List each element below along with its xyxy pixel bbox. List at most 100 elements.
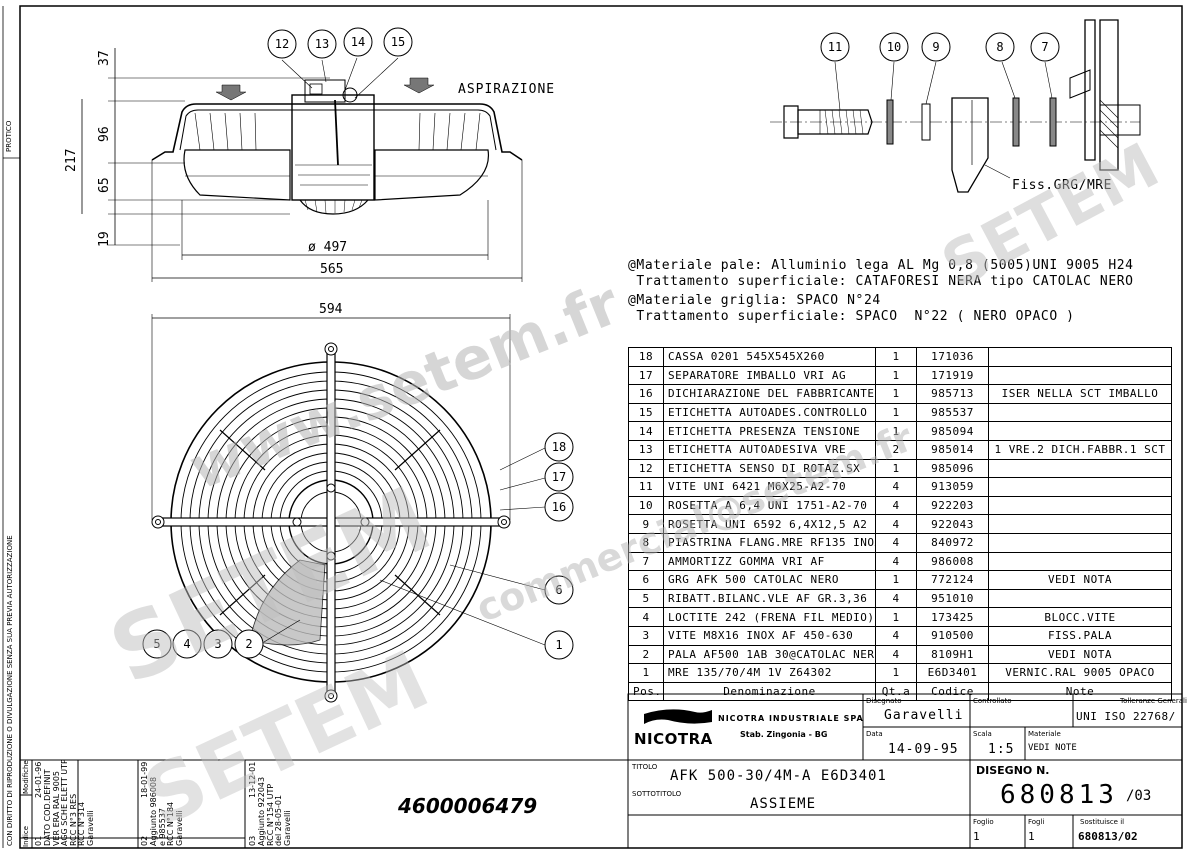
balloon-5: 5 bbox=[153, 637, 161, 651]
bom-cell-qta: 1 bbox=[875, 570, 917, 590]
fixing-detail bbox=[770, 19, 1141, 193]
bom-cell-cod: 985713 bbox=[916, 384, 989, 404]
bom-cell-note bbox=[988, 365, 1172, 386]
bom-cell-note: BLOCC.VITE bbox=[988, 607, 1172, 627]
bom-cell-den: ETICHETTA AUTOADESIVA VRE bbox=[663, 439, 876, 460]
bom-cell-den: VITE M8X16 INOX AF 450-630 bbox=[663, 625, 876, 646]
dim-65: 65 bbox=[97, 177, 112, 193]
bom-cell-cod: 772124 bbox=[916, 570, 989, 590]
bom-cell-note bbox=[988, 347, 1172, 367]
bom-header-den: Denominazione bbox=[663, 681, 876, 702]
indice-label: Indice bbox=[22, 825, 30, 847]
bom-cell-qta: 4 bbox=[875, 588, 917, 609]
balloon-1: 1 bbox=[555, 638, 563, 652]
detail-balloons bbox=[820, 32, 1060, 62]
bom-cell-cod: 985537 bbox=[916, 402, 989, 423]
revision-index: 02 bbox=[140, 835, 149, 846]
part-number: 4600006479 bbox=[398, 794, 538, 818]
balloon-9: 9 bbox=[932, 40, 940, 54]
bom-cell-cod: 171919 bbox=[916, 365, 989, 386]
bom-header-cod: Codice bbox=[916, 681, 989, 702]
bom-cell-pos: 5 bbox=[628, 588, 664, 609]
sottotitolo-value: ASSIEME bbox=[750, 796, 817, 812]
bom-cell-note: VEDI NOTA bbox=[988, 644, 1172, 665]
materiale-label: Materiale bbox=[1028, 730, 1061, 738]
aspirazione-label: ASPIRAZIONE bbox=[458, 82, 556, 97]
revision-index: 03 bbox=[248, 835, 257, 846]
bom-cell-den: ETICHETTA PRESENZA TENSIONE bbox=[663, 421, 876, 441]
bom-cell-qta: 2 bbox=[875, 439, 917, 460]
bom-cell-pos: 8 bbox=[628, 532, 664, 553]
bom-cell-note bbox=[988, 458, 1172, 479]
bom-cell-qta: 4 bbox=[875, 644, 917, 665]
bom-cell-pos: 13 bbox=[628, 439, 664, 460]
bom-cell-note: 1 VRE.2 DICH.FABBR.1 SCT bbox=[988, 439, 1172, 460]
bom-cell-note: VEDI NOTA bbox=[988, 570, 1172, 590]
bom-cell-den: ROSETTA UNI 6592 6,4X12,5 A2 bbox=[663, 514, 876, 534]
bom-cell-note bbox=[988, 421, 1172, 441]
bom-cell-cod: 922043 bbox=[916, 514, 989, 534]
revision-line: Aggiunto 986008 bbox=[149, 776, 158, 846]
revision-date: 24-01-96 bbox=[34, 761, 43, 798]
data-label: Data bbox=[866, 730, 883, 738]
bom-cell-note bbox=[988, 551, 1172, 572]
balloon-2: 2 bbox=[245, 637, 253, 651]
bom-cell-den: ETICHETTA AUTOADES.CONTROLLO bbox=[663, 402, 876, 423]
bom-cell-note bbox=[988, 514, 1172, 534]
bom-cell-note: FISS.PALA bbox=[988, 625, 1172, 646]
front-view-balloons bbox=[142, 432, 574, 660]
balloon-13: 13 bbox=[314, 37, 330, 51]
bom-cell-qta: 4 bbox=[875, 532, 917, 553]
dim-217: 217 bbox=[64, 148, 79, 172]
disegnato-value: Garavelli bbox=[884, 708, 964, 723]
bom-cell-cod: 922203 bbox=[916, 495, 989, 516]
bom-cell-pos: 18 bbox=[628, 347, 664, 367]
balloon-17: 17 bbox=[551, 470, 567, 484]
nicotra-logo: NICOTRA bbox=[634, 730, 713, 748]
balloon-7: 7 bbox=[1041, 40, 1049, 54]
drawing-revision: /03 bbox=[1126, 788, 1152, 804]
revision-line: DATO COD.DEFINIT bbox=[43, 769, 52, 846]
bom-cell-cod: 8109H1 bbox=[916, 644, 989, 665]
bom-header-note: Note bbox=[988, 681, 1172, 702]
bom-cell-cod: 951010 bbox=[916, 588, 989, 609]
bom-cell-note: ISER NELLA SCT IMBALLO bbox=[988, 384, 1172, 404]
nicotra-logo-mark bbox=[644, 709, 712, 724]
sostituisce-label: Sostituisce il bbox=[1080, 818, 1125, 826]
balloon-10: 10 bbox=[886, 40, 902, 54]
balloon-18: 18 bbox=[551, 440, 567, 454]
revision-index: 01 bbox=[34, 835, 43, 846]
note-line-4: Trattamento superficiale: SPACO N°22 ( N… bbox=[628, 309, 1075, 324]
bom-cell-pos: 15 bbox=[628, 402, 664, 423]
bom-cell-qta: 4 bbox=[875, 495, 917, 516]
bom-cell-cod: 913059 bbox=[916, 477, 989, 497]
bom-cell-den: LOCTITE 242 (FRENA FIL MEDIO) bbox=[663, 607, 876, 627]
bom-cell-cod: 985094 bbox=[916, 421, 989, 441]
balloon-12: 12 bbox=[274, 37, 290, 51]
dim-565: 565 bbox=[320, 262, 344, 277]
disegnato-label: Disegnato bbox=[866, 697, 902, 705]
company-name: NICOTRA INDUSTRIALE SPA bbox=[718, 714, 864, 723]
revision-line: Garavelli bbox=[174, 810, 184, 846]
fogli-label: Fogli bbox=[1028, 818, 1045, 826]
bom-cell-den: AMMORTIZZ GOMMA VRI AF bbox=[663, 551, 876, 572]
bom-cell-den: GRG AFK 500 CATOLAC NERO bbox=[663, 570, 876, 590]
bom-cell-den: ETICHETTA SENSO DI ROTAZ.SX bbox=[663, 458, 876, 479]
scala-value: 1:5 bbox=[988, 742, 1015, 757]
bom-cell-cod: 171036 bbox=[916, 347, 989, 367]
plant-name: Stab. Zingonia - BG bbox=[740, 730, 828, 739]
bom-cell-den: PIASTRINA FLANG.MRE RF135 INOX bbox=[663, 532, 876, 553]
foglio-value: 1 bbox=[973, 830, 980, 843]
side-view-balloons bbox=[267, 27, 413, 59]
revision-line: Garavelli bbox=[85, 810, 95, 846]
bom-cell-cod: 910500 bbox=[916, 625, 989, 646]
bom-cell-qta: 1 bbox=[875, 458, 917, 479]
